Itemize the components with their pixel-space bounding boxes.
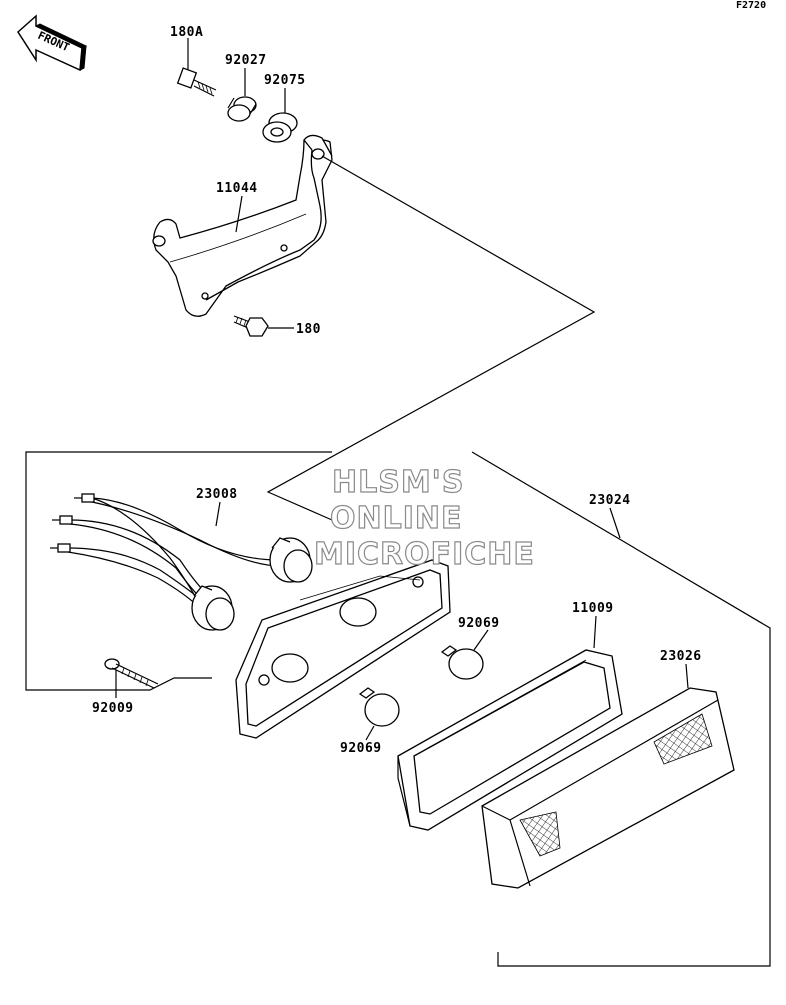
part-label-92027: 92027 bbox=[225, 53, 267, 68]
part-label-180: 180 bbox=[296, 322, 321, 337]
damper-92075 bbox=[262, 112, 298, 143]
bulb-92069-upper bbox=[440, 645, 484, 680]
frame-11009 bbox=[397, 649, 623, 831]
socket-harness-23008 bbox=[50, 493, 313, 631]
assembly-boundary bbox=[25, 451, 332, 691]
watermark-line-3: MICROFICHE bbox=[314, 537, 535, 572]
part-label-11009: 11009 bbox=[572, 601, 614, 616]
watermark: HLSM'S ONLINE MICROFICHE bbox=[313, 464, 535, 572]
part-label-23024: 23024 bbox=[589, 493, 631, 508]
collar-92027 bbox=[227, 96, 257, 122]
front-arrow-icon: FRONT bbox=[17, 14, 88, 72]
part-label-180a: 180A bbox=[170, 25, 203, 40]
bulb-92069-lower bbox=[358, 687, 400, 727]
part-label-92009: 92009 bbox=[92, 701, 134, 716]
lens-23026 bbox=[481, 687, 735, 889]
part-label-23008: 23008 bbox=[196, 487, 238, 502]
bolt-180a bbox=[176, 67, 217, 97]
screw-92009 bbox=[104, 658, 159, 689]
lamp-housing bbox=[235, 559, 451, 739]
part-label-92069-upper: 92069 bbox=[458, 616, 500, 631]
part-label-92075: 92075 bbox=[264, 73, 306, 88]
bracket-11044 bbox=[152, 134, 333, 317]
watermark-line-1: HLSM'S bbox=[332, 465, 464, 500]
part-label-11044: 11044 bbox=[216, 181, 258, 196]
diagram-code: F2720 bbox=[736, 0, 766, 11]
watermark-line-2: ONLINE bbox=[330, 501, 463, 536]
part-label-23026: 23026 bbox=[660, 649, 702, 664]
part-label-92069-lower: 92069 bbox=[340, 741, 382, 756]
bolt-180 bbox=[233, 315, 269, 337]
